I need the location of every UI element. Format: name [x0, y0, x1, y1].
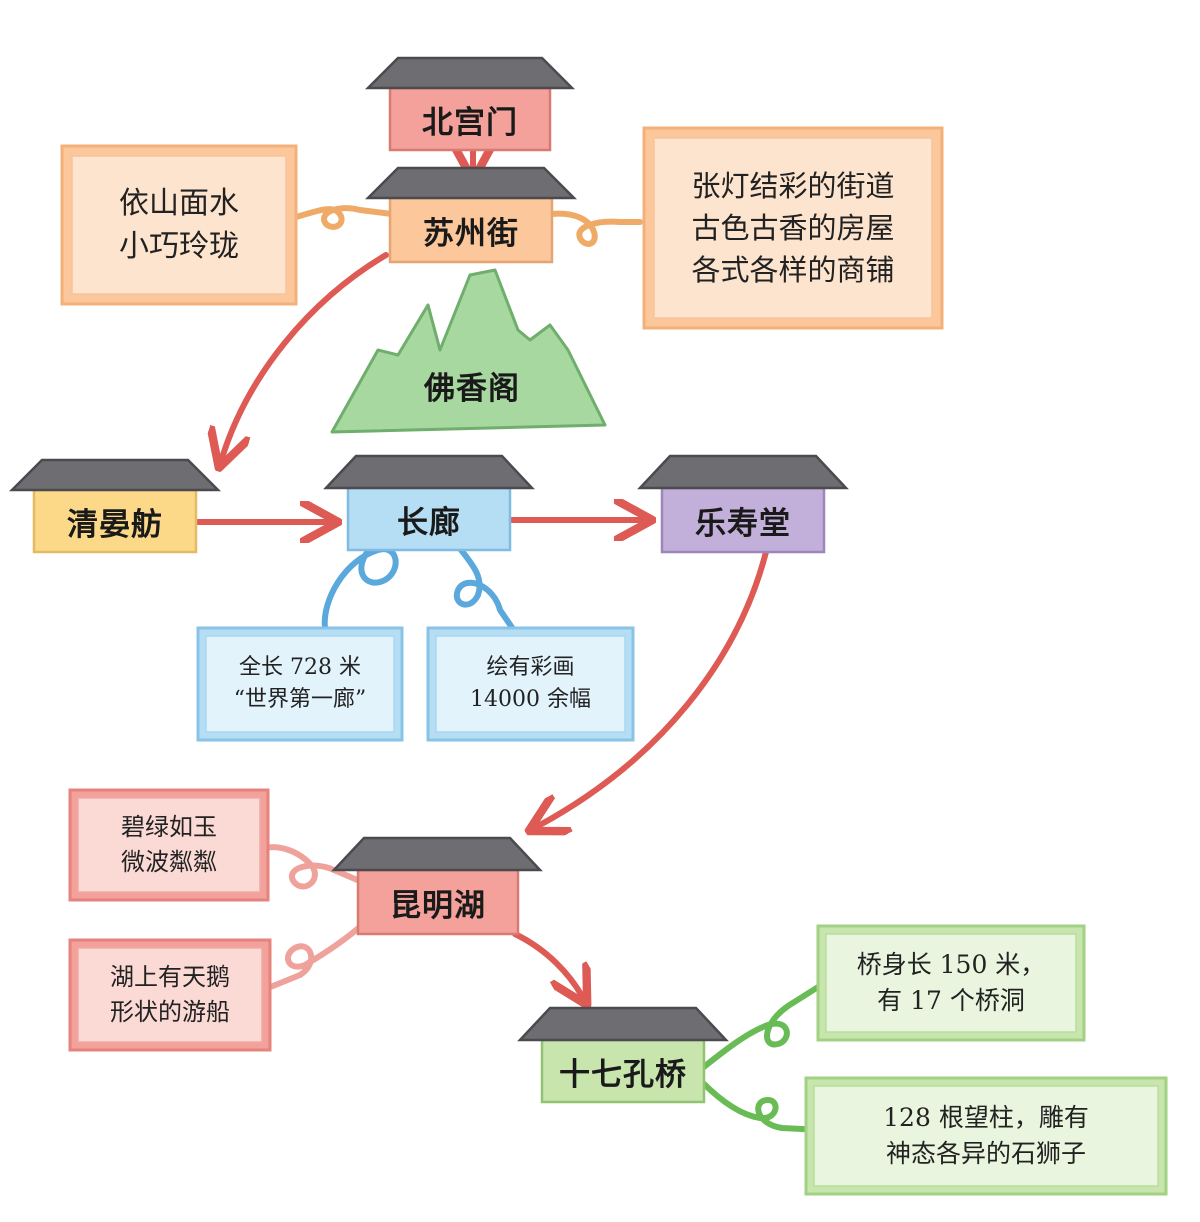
note-line: 有 17 个桥洞 [877, 986, 1025, 1015]
node-label-shiqikongqiao: 十七孔桥 [559, 1056, 687, 1093]
arrow-suzhoujie-to-qingyanfang [222, 252, 389, 458]
note-text-qiao-bottom: 128 根望柱，雕有 神态各异的石狮子 [814, 1086, 1158, 1186]
note-line: 各式各样的商铺 [691, 253, 895, 288]
node-label-foxiangge: 佛香阁 [424, 370, 520, 407]
roof-shiqikongqiao [517, 1006, 729, 1042]
mountain-shape [330, 268, 607, 434]
note-text-kunminghu-top: 碧绿如玉 微波粼粼 [78, 798, 260, 892]
note-line: 张灯结彩的街道 [691, 168, 895, 203]
note-line: 绘有彩画 [486, 655, 575, 681]
node-box-shiqikongqiao [540, 1038, 706, 1104]
note-line: “世界第一廊” [233, 687, 367, 712]
curl-suzhoujie-left [289, 205, 395, 230]
note-text-suzhoujie-right: 张灯结彩的街道 古色古香的房屋 各式各样的商铺 [654, 138, 932, 318]
note-line: 依山面水 [119, 185, 239, 221]
note-text-changlang-left: 全长 728 米 “世界第一廊” [206, 636, 394, 732]
note-line: 桥身长 150 米， [856, 949, 1046, 979]
note-line: 湖上有天鹅 [110, 963, 230, 992]
note-line: 128 根望柱，雕有 [883, 1102, 1089, 1132]
node-label-beigongmen: 北宫门 [422, 104, 518, 141]
curl-kunminghu-bottom [265, 922, 365, 991]
curl-kunminghu-top [255, 844, 365, 890]
node-label-kunminghu: 昆明湖 [390, 887, 486, 924]
curl-changlang-right [452, 539, 518, 635]
note-line: 14000 余幅 [470, 687, 591, 712]
node-label-qingyanfang: 清晏舫 [67, 506, 163, 543]
note-line: 神态各异的石狮子 [885, 1139, 1086, 1168]
note-line: 全长 728 米 [239, 655, 361, 681]
note-text-suzhoujie-left: 依山面水 小巧玲珑 [72, 156, 286, 294]
node-box-changlang [346, 486, 512, 552]
roof-kunminghu [331, 836, 543, 872]
node-label-suzhoujie: 苏州街 [423, 215, 519, 252]
node-box-kunminghu [356, 868, 520, 936]
roof-leshoutang [637, 454, 849, 490]
node-label-leshoutang: 乐寿堂 [695, 505, 791, 542]
curl-changlang-left [321, 537, 399, 631]
node-label-changlang: 长廊 [397, 504, 461, 541]
note-line: 古色古香的房屋 [691, 210, 895, 245]
node-box-leshoutang [660, 486, 826, 554]
curl-qiao-top [697, 979, 829, 1073]
note-text-kunminghu-bottom: 湖上有天鹅 形状的游船 [78, 948, 262, 1042]
note-line: 小巧玲珑 [119, 229, 239, 264]
roof-changlang [323, 454, 535, 490]
note-line: 碧绿如玉 [121, 813, 217, 842]
roof-qingyanfang [8, 458, 222, 492]
arrow-leshoutang-to-kunminghu [538, 549, 769, 826]
roof-suzhoujie [364, 166, 578, 200]
note-text-qiao-top: 桥身长 150 米， 有 17 个桥洞 [826, 934, 1076, 1032]
node-box-beigongmen [388, 86, 552, 152]
arrow-kunminghu-to-qiao [512, 931, 582, 996]
roof-beigongmen [364, 56, 576, 90]
note-line: 形状的游船 [110, 998, 230, 1026]
note-line: 微波粼粼 [121, 848, 217, 876]
curl-suzhoujie-right [549, 210, 643, 247]
note-text-changlang-right: 绘有彩画 14000 余幅 [436, 636, 625, 732]
curl-qiao-bottom [699, 1079, 825, 1133]
